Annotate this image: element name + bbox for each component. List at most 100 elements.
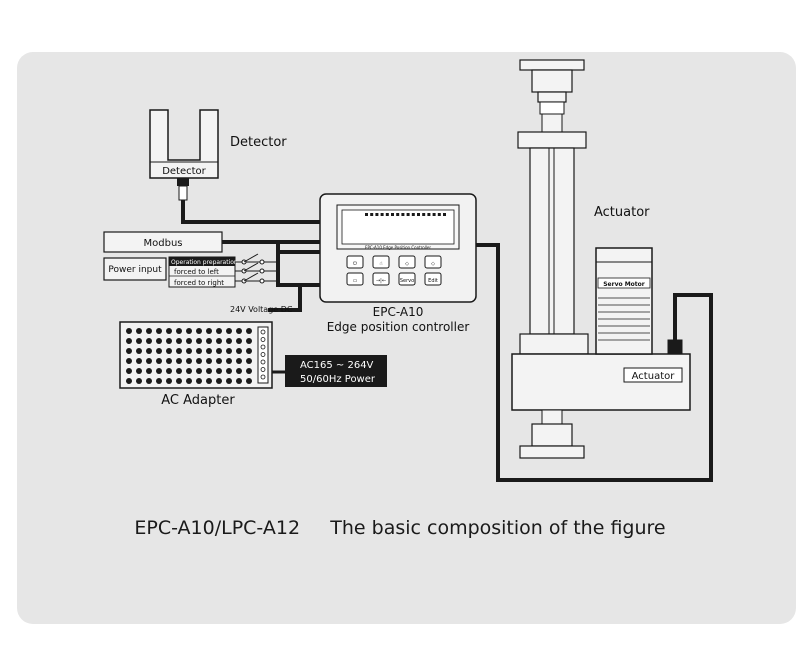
caption-model: EPC-A10/LPC-A12 [134,517,301,539]
controller-screen-text: EPC-A10 Edge Position Controller [365,245,431,250]
led [406,213,410,216]
led [380,213,384,216]
ac-range-label: AC165 ~ 264V [300,360,374,371]
voltage-24-label: 24V Voltage DC [230,305,293,314]
vent-hole [166,338,172,344]
ac-freq-label: 50/60Hz Power [300,374,376,385]
led [396,213,400,216]
op-prep-label: Operation preparation [171,259,238,266]
controller-key[interactable]: ◇ [424,255,442,269]
controller-key[interactable]: ⏻ [346,255,364,269]
actuator-inner-label: Actuator [632,371,676,382]
vent-hole [196,328,202,334]
vent-hole [196,338,202,344]
forced-left-label: forced to left [174,268,219,276]
vent-hole [126,338,132,344]
vent-hole [236,328,242,334]
vent-hole [236,348,242,354]
modbus-label: Modbus [144,238,183,249]
terminal [260,352,266,357]
vent-hole [186,328,192,334]
svg-text:☝: ☝ [379,261,382,267]
vent-hole [126,378,132,384]
led [401,213,405,216]
vent-hole [166,328,172,334]
vent-hole [216,358,222,364]
vent-hole [186,348,192,354]
led [427,213,431,216]
vent-hole [226,378,232,384]
led [365,213,368,216]
terminal [260,344,266,350]
controller-key[interactable]: ☝ [372,255,390,269]
switches [235,253,278,284]
controller-key[interactable]: Edit [424,272,442,286]
vent-hole [146,358,152,364]
vent-hole [236,368,242,374]
detector: Detector [149,109,219,201]
vent-hole [126,328,132,334]
wiring [181,200,713,482]
motor-fins [598,297,650,341]
terminal [260,337,266,342]
ac-adapter-label: AC Adapter [161,393,235,408]
power-input-label: Power input [108,265,162,275]
vent-hole [186,338,192,344]
adapter-terminals [260,329,266,380]
vent-hole [226,368,232,374]
controller-desc-label: Edge position controller [327,320,470,334]
vent-hole [246,358,252,364]
controller-key[interactable]: ◇ [398,255,416,269]
vent-hole [246,378,252,384]
controller-key[interactable]: →|← [372,272,390,286]
terminal [260,367,266,372]
vent-hole [216,338,222,344]
vent-hole [246,368,252,374]
vent-hole [226,328,232,334]
vent-hole [136,328,142,334]
vent-hole [196,378,202,384]
vent-hole [206,378,212,384]
led [411,213,415,216]
svg-text:⏻: ⏻ [353,261,357,267]
controller-key[interactable]: ▭ [346,272,364,286]
controller-key[interactable]: Servo [398,272,416,286]
terminal [260,374,266,380]
vent-hole [216,378,222,384]
vent-hole [176,358,182,364]
vent-hole [196,348,202,354]
dc-cable [268,285,302,312]
vent-hole [216,348,222,354]
vent-hole [166,348,172,354]
vent-hole [246,348,252,354]
svg-text:◇: ◇ [431,261,435,267]
vent-hole [146,348,152,354]
power-input-box: Power input [103,257,167,281]
actuator-title: Actuator [594,205,650,220]
led [385,213,389,216]
vent-hole [216,368,222,374]
figure-caption: EPC-A10/LPC-A12 The basic composition of… [0,517,800,539]
vent-hole [156,378,162,384]
actuator-cable [475,243,713,482]
vent-hole [126,348,132,354]
vent-hole [226,338,232,344]
vent-hole [196,358,202,364]
vent-hole [156,338,162,344]
svg-text:→|←: →|← [376,278,386,284]
svg-text:▭: ▭ [353,278,358,284]
modbus-box: Modbus [103,231,223,253]
vent-hole [186,378,192,384]
vent-hole [186,368,192,374]
forced-right-label: forced to right [174,279,224,287]
vent-hole [236,338,242,344]
vent-hole [146,378,152,384]
led [417,213,420,216]
detector-inner-label: Detector [162,166,206,177]
vent-hole [226,348,232,354]
vent-hole [156,328,162,334]
controller: EPC-A10 Edge Position Controller ⏻ ☝ ◇ ◇ ▭ →|… [319,193,477,303]
led [443,213,446,216]
vent-hole [166,378,172,384]
caption-text: The basic composition of the figure [330,517,666,539]
